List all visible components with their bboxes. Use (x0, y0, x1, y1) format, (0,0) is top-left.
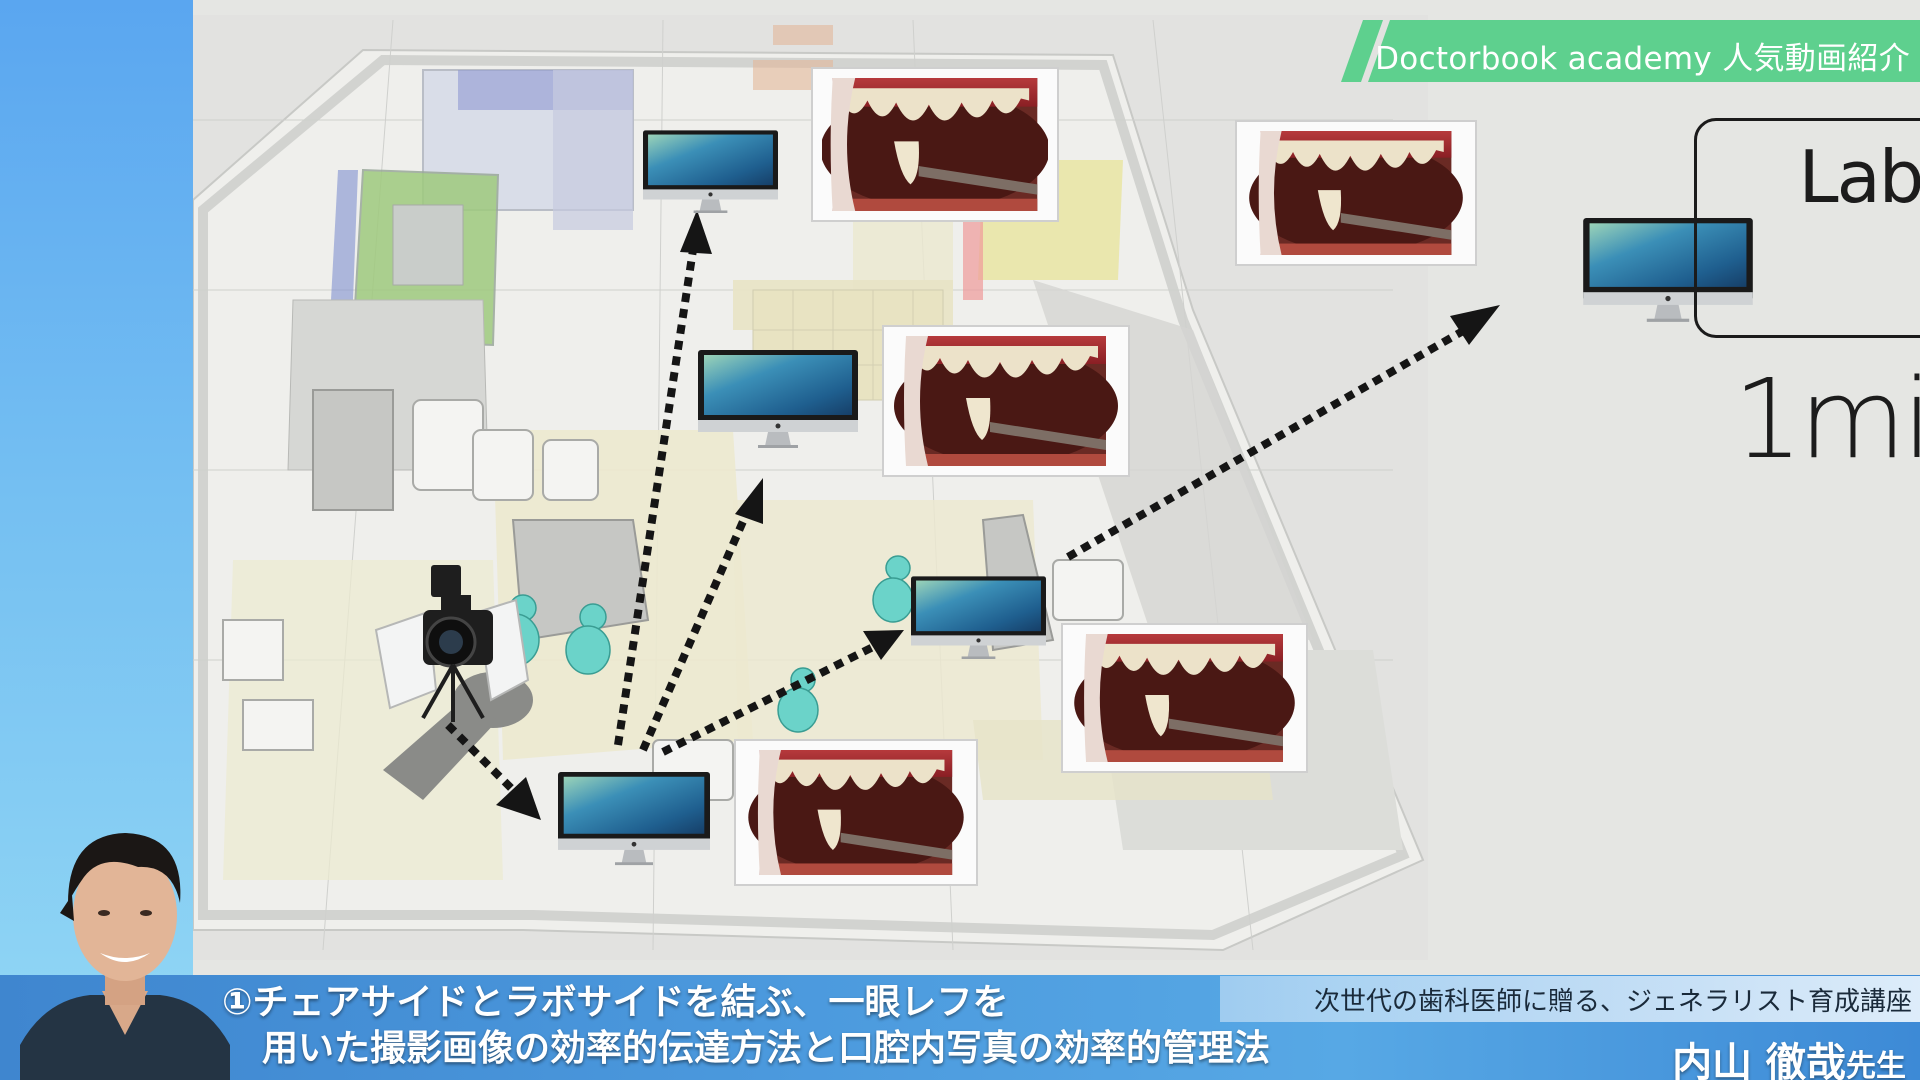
lecture-title-text-1: チェアサイドとラボサイドを結ぶ、一眼レフを (252, 982, 1008, 1023)
presenter-avatar (20, 795, 230, 1080)
presenter-name-text: 内山 徹哉 (1672, 1040, 1846, 1080)
intraoral-photo-icon (1062, 624, 1307, 772)
lecture-title: ①チェアサイドとラボサイドを結ぶ、一眼レフを 用いた撮影画像の効率的伝達方法と口… (222, 980, 1270, 1072)
lecture-title-line1: ①チェアサイドとラボサイドを結ぶ、一眼レフを (222, 980, 1270, 1026)
series-label-box: 次世代の歯科医師に贈る、ジェネラリスト育成講座 (1220, 976, 1920, 1022)
lab-label: Lab (1697, 135, 1920, 219)
presenter-name: 内山 徹哉先生 (1672, 1030, 1906, 1080)
transfer-time-label: 1min (1733, 355, 1920, 483)
intraoral-photo-icon (812, 68, 1058, 221)
presenter-honorific: 先生 (1846, 1049, 1906, 1080)
intraoral-photo-icon (1236, 121, 1476, 265)
brand-label: Doctorbook academy 人気動画紹介 (1375, 33, 1910, 78)
clinic-floorplan-diagram (193, 0, 1920, 975)
intraoral-photo-icon (883, 326, 1129, 476)
slide: Doctorbook academy 人気動画紹介 Lab 1min (193, 0, 1920, 975)
lecture-title-line2: 用いた撮影画像の効率的伝達方法と口腔内写真の効率的管理法 (222, 1026, 1270, 1072)
series-title: 次世代の歯科医師に贈る、ジェネラリスト育成講座 (1314, 981, 1912, 1018)
lab-box: Lab (1694, 118, 1920, 338)
intraoral-photo-icon (735, 740, 977, 885)
